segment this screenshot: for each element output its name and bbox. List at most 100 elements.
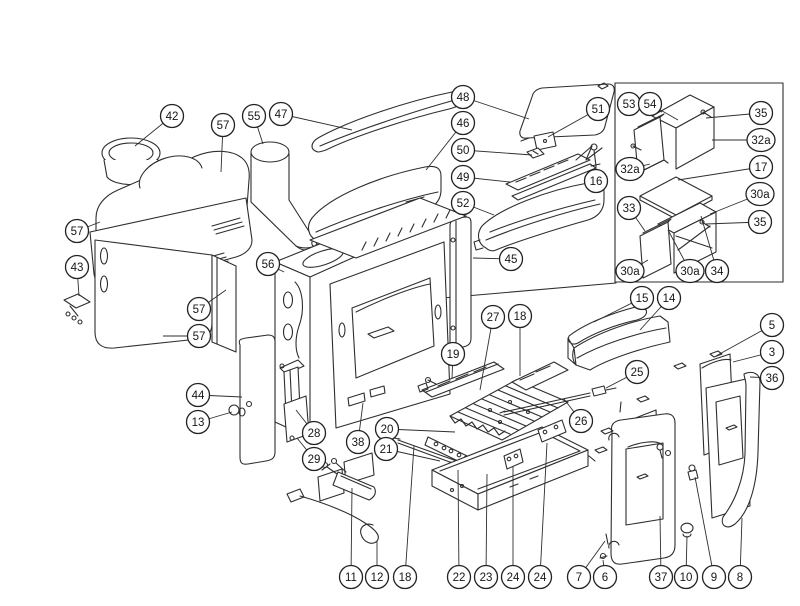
callout-27-31: 27: [480, 304, 506, 330]
svg-text:32a: 32a: [620, 164, 640, 176]
heat-shield: [473, 181, 605, 252]
leader-line-18: [404, 445, 415, 578]
callout-47-3: 47: [268, 101, 294, 127]
svg-text:53: 53: [623, 99, 636, 111]
callout-23-50: 23: [473, 564, 499, 590]
svg-text:5: 5: [769, 320, 775, 332]
svg-text:14: 14: [663, 293, 676, 305]
svg-text:20: 20: [381, 424, 394, 436]
callout-5-43: 5: [759, 312, 785, 338]
callout-52-9: 52: [450, 190, 476, 216]
callout-19-33: 19: [440, 341, 466, 367]
callout-21-42: 21: [373, 436, 399, 462]
callout-55-2: 55: [241, 103, 267, 129]
callout-56-27: 56: [255, 251, 281, 277]
callout-12-47: 12: [364, 564, 390, 590]
svg-text:57: 57: [193, 331, 206, 343]
svg-text:51: 51: [592, 104, 605, 116]
hood: [567, 315, 671, 371]
inner-side-panel: [228, 334, 276, 465]
callout-24-52: 24: [527, 564, 553, 590]
ash-pan: [431, 426, 589, 511]
pan-brackets: [503, 419, 567, 470]
svg-text:25: 25: [631, 367, 644, 379]
svg-text:22: 22: [453, 572, 466, 584]
leader-line-22: [457, 469, 460, 578]
callout-57-26: 57: [186, 323, 212, 349]
svg-text:30a: 30a: [680, 266, 700, 278]
left-door: [608, 409, 676, 565]
svg-text:52: 52: [457, 198, 470, 210]
callout-37-55: 37: [648, 564, 674, 590]
door-hardware: [588, 350, 723, 560]
svg-text:32a: 32a: [751, 135, 771, 147]
callout-8-58: 8: [727, 564, 753, 590]
svg-text:17: 17: [755, 162, 768, 174]
callout-16-10: 16: [583, 168, 609, 194]
svg-text:35: 35: [754, 217, 767, 229]
svg-text:19: 19: [447, 349, 460, 361]
svg-text:34: 34: [711, 266, 724, 278]
svg-text:57: 57: [71, 226, 84, 238]
svg-text:37: 37: [655, 572, 668, 584]
callout-26-35: 26: [568, 408, 594, 434]
svg-text:30a: 30a: [750, 189, 770, 201]
callout-34-22: 34: [704, 258, 730, 284]
callout-17-16: 17: [748, 154, 774, 180]
callout-51-5: 51: [585, 96, 611, 122]
callout-57-1: 57: [210, 112, 236, 138]
callout-46-6: 46: [450, 110, 476, 136]
callout-24-51: 24: [500, 564, 526, 590]
svg-text:54: 54: [644, 99, 657, 111]
svg-text:24: 24: [507, 572, 520, 584]
svg-text:47: 47: [275, 109, 288, 121]
svg-text:11: 11: [345, 572, 357, 584]
svg-text:13: 13: [192, 417, 205, 429]
leader-line-9: [694, 476, 715, 578]
leader-line-27: [479, 316, 494, 391]
leader-line-17: [677, 166, 762, 181]
callout-30a-21: 30a: [675, 258, 705, 284]
callout-9-57: 9: [701, 564, 727, 590]
small-plate-51: [533, 131, 557, 151]
firebrick-set-upper: [630, 94, 715, 174]
callout-6-54: 6: [592, 564, 618, 590]
callout-35-19: 35: [747, 209, 773, 235]
pedestal-bracket: [63, 293, 91, 325]
slotted-bracket: [505, 143, 603, 201]
callout-57-23: 57: [64, 218, 90, 244]
callout-42-0: 42: [159, 103, 185, 129]
callout-35-13: 35: [748, 100, 774, 126]
callout-29-39: 29: [301, 446, 327, 472]
callout-32a-15: 32a: [615, 156, 645, 182]
svg-text:55: 55: [248, 111, 261, 123]
right-side-panel: [211, 254, 237, 353]
callout-10-56: 10: [673, 564, 699, 590]
lifter-wire: [286, 488, 379, 544]
svg-text:16: 16: [590, 176, 603, 188]
clip-50: [526, 147, 545, 159]
svg-text:18: 18: [399, 572, 412, 584]
callout-33-17: 33: [616, 195, 642, 221]
leader-line-11: [350, 487, 353, 578]
diagram-artwork: [63, 82, 784, 565]
svg-text:48: 48: [457, 92, 470, 104]
callout-36-45: 36: [759, 365, 785, 391]
slotted-support-panel: [511, 361, 569, 391]
callout-44-36: 44: [185, 382, 211, 408]
callout-57-25: 57: [186, 296, 212, 322]
callout-11-46: 11: [338, 564, 364, 590]
svg-text:21: 21: [380, 444, 393, 456]
svg-text:3: 3: [769, 347, 775, 359]
grate-assembly: [449, 379, 569, 441]
callout-18-32: 18: [507, 303, 533, 329]
svg-text:24: 24: [534, 572, 547, 584]
callout-49-8: 49: [450, 164, 476, 190]
callout-30a-20: 30a: [615, 258, 645, 284]
svg-text:8: 8: [737, 572, 743, 584]
firebox-inner-deck: [309, 197, 467, 259]
svg-text:44: 44: [192, 390, 205, 402]
svg-text:12: 12: [371, 572, 384, 584]
